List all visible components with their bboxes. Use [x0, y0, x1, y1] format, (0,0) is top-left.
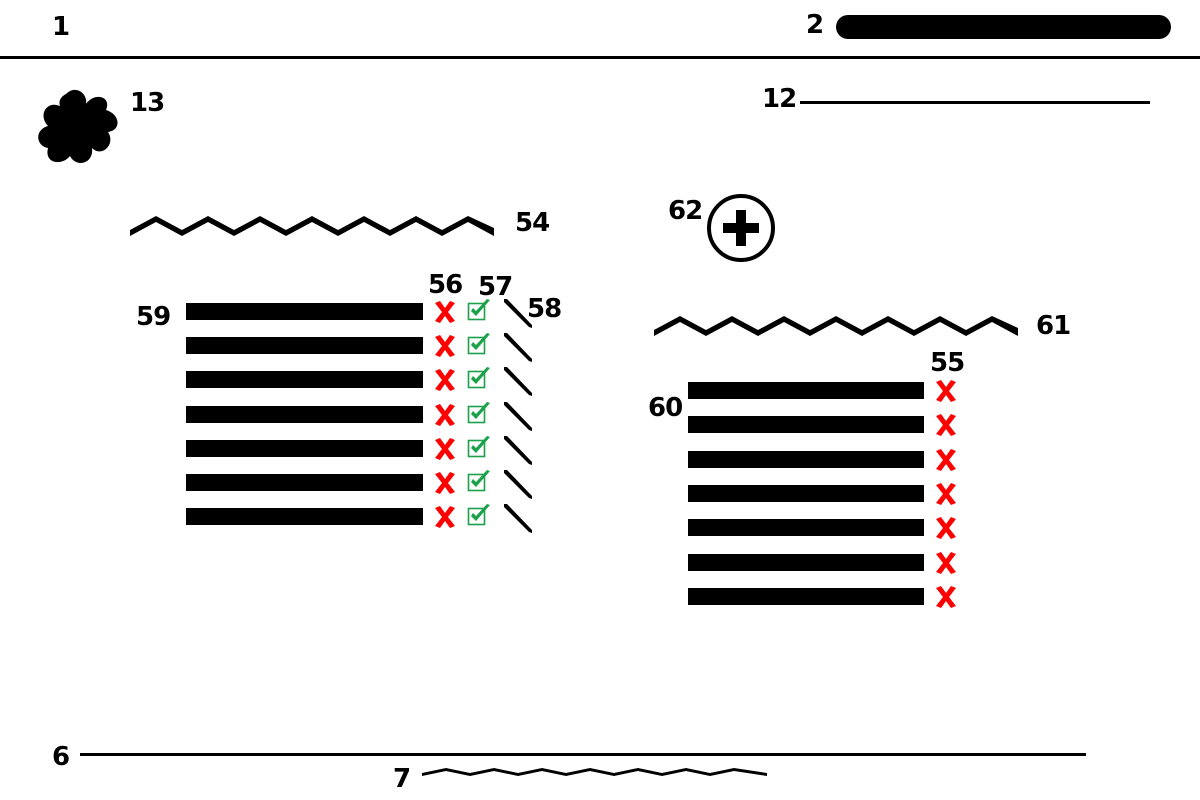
header-left-label: 1 — [52, 12, 70, 42]
delete-icon[interactable] — [934, 585, 958, 609]
edit-pen-icon[interactable] — [502, 331, 534, 363]
left-heading-wave — [130, 208, 495, 240]
checkbox-checked-icon[interactable] — [467, 435, 491, 460]
delete-icon[interactable] — [433, 334, 457, 358]
checkbox-checked-icon[interactable] — [467, 299, 491, 323]
right-rows-label: 60 — [648, 393, 683, 423]
footer-line-label: 6 — [52, 742, 70, 772]
checkbox-checked-icon[interactable] — [467, 333, 491, 357]
left-delete-col-label: 56 — [428, 270, 463, 300]
list-item-text — [688, 553, 924, 571]
edit-pen-icon[interactable] — [502, 468, 534, 500]
delete-icon[interactable] — [934, 379, 958, 403]
left-rows-label: 59 — [136, 302, 171, 332]
delete-icon[interactable] — [934, 413, 958, 437]
list-item-text — [688, 382, 924, 399]
list-item-text — [186, 303, 423, 320]
list-item-text — [186, 405, 423, 423]
left-check-col-label: 57 — [478, 272, 513, 302]
checkbox-checked-icon[interactable] — [467, 367, 491, 391]
plus-circle-icon — [707, 194, 775, 262]
list-item-text — [688, 587, 924, 605]
list-item-text — [688, 484, 924, 502]
add-button[interactable] — [705, 192, 777, 264]
list-item-text — [186, 371, 423, 389]
right-heading-label: 61 — [1036, 311, 1071, 341]
delete-icon[interactable] — [433, 505, 457, 529]
right-delete-col-label: 55 — [930, 348, 965, 378]
edit-pen-icon[interactable] — [502, 502, 534, 534]
delete-icon[interactable] — [934, 551, 958, 575]
list-item-text — [186, 337, 423, 355]
list-item-text — [688, 416, 924, 434]
checkbox-checked-icon[interactable] — [467, 401, 491, 426]
list-item-text — [688, 519, 924, 537]
edit-pen-icon[interactable] — [502, 365, 534, 397]
delete-icon[interactable] — [433, 471, 457, 495]
edit-pen-icon[interactable] — [502, 297, 534, 329]
footer-wave-label: 7 — [393, 764, 411, 794]
left-edit-col-label: 58 — [527, 294, 562, 324]
splat-icon[interactable] — [36, 86, 122, 168]
checkbox-checked-icon[interactable] — [467, 504, 491, 528]
right-heading-wave — [654, 310, 1019, 342]
blob-label: 13 — [130, 88, 165, 118]
list-item-text — [186, 508, 423, 526]
left-heading-label: 54 — [515, 208, 550, 238]
top-line-label: 12 — [762, 84, 797, 114]
edit-pen-icon[interactable] — [502, 400, 534, 432]
delete-icon[interactable] — [433, 403, 457, 427]
checkbox-checked-icon[interactable] — [467, 470, 491, 494]
delete-icon[interactable] — [934, 482, 958, 506]
footer-wave — [422, 766, 768, 782]
delete-icon[interactable] — [433, 368, 457, 392]
header-search-bar[interactable] — [836, 15, 1171, 39]
delete-icon[interactable] — [433, 300, 457, 324]
top-line — [800, 101, 1150, 104]
list-item-text — [186, 474, 423, 491]
edit-pen-icon[interactable] — [502, 434, 534, 466]
header-right-label: 2 — [806, 10, 824, 40]
delete-icon[interactable] — [433, 437, 457, 461]
header-divider — [0, 56, 1200, 59]
delete-icon[interactable] — [934, 516, 958, 540]
footer-line — [80, 753, 1086, 756]
add-label: 62 — [668, 196, 703, 226]
list-item-text — [186, 439, 423, 457]
list-item-text — [688, 450, 924, 468]
delete-icon[interactable] — [934, 448, 958, 472]
